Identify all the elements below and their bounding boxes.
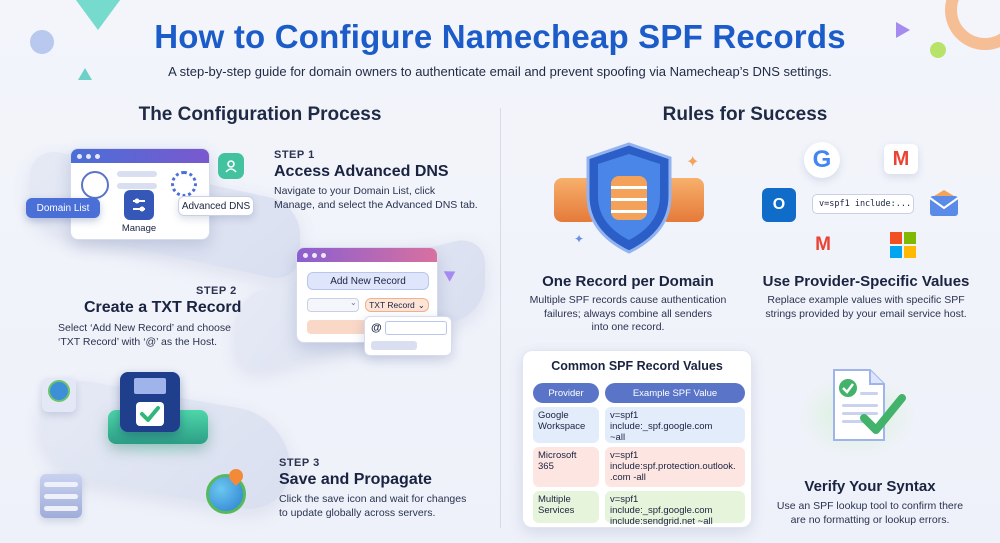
- txt-record-select[interactable]: TXT Record⌄: [365, 298, 429, 312]
- decor-dot: [930, 42, 946, 58]
- mail-envelope-icon: [928, 188, 960, 218]
- left-section-heading: The Configuration Process: [138, 104, 382, 125]
- decor-circle: [30, 30, 54, 54]
- manage-label: Manage: [121, 223, 157, 234]
- step2-label: STEP 2: [196, 285, 237, 297]
- section-divider: [500, 108, 501, 528]
- table-header-provider: Provider: [533, 383, 599, 403]
- sparkle-icon: ✦: [686, 152, 700, 171]
- microsoft-icon: [890, 232, 916, 258]
- step2-title: Create a TXT Record: [84, 299, 242, 316]
- sparkle-icon: ✦: [574, 232, 585, 246]
- step1-desc: Navigate to your Domain List, click Mana…: [274, 185, 478, 211]
- sliders-icon: [124, 190, 154, 220]
- decor-triangle: [70, 0, 126, 30]
- type-dropdown[interactable]: [307, 298, 359, 312]
- table-header-value: Example SPF Value: [605, 383, 745, 403]
- step3-title: Save and Propagate: [279, 471, 432, 488]
- add-new-record-button[interactable]: Add New Record: [307, 272, 429, 290]
- server-stack-icon: [42, 378, 76, 412]
- database-stack-icon: [40, 474, 82, 518]
- rule1-desc: Multiple SPF records cause authenticatio…: [529, 294, 727, 334]
- host-popup: @: [364, 316, 452, 356]
- host-at-label: @: [371, 322, 382, 334]
- user-icon: [218, 153, 244, 179]
- shield-icon: [584, 142, 674, 254]
- gmail-icon: M: [884, 144, 918, 174]
- globe-icon: [48, 380, 70, 402]
- page-subtitle: A step-by-step guide for domain owners t…: [168, 64, 832, 79]
- decor-triangle-small: [78, 68, 92, 80]
- spf-values-table: Common SPF Record Values Provider Exampl…: [522, 350, 752, 528]
- table-title: Common SPF Record Values: [551, 359, 723, 373]
- gear-icon: [171, 171, 197, 197]
- decor-play-triangle: [896, 22, 910, 38]
- chevron-down-icon: ⌄: [350, 298, 357, 307]
- gmail-icon-small: M: [815, 234, 831, 255]
- host-input[interactable]: [385, 321, 447, 335]
- table-cell-value: v=spf1 include:_spf.google.com~all: [605, 407, 745, 443]
- outlook-icon: O: [762, 188, 796, 222]
- step1-window: [70, 148, 210, 240]
- rule3-desc: Use an SPF lookup tool to confirm there …: [776, 500, 964, 526]
- step1-title: Access Advanced DNS: [274, 163, 449, 180]
- rule2-desc: Replace example values with specific SPF…: [765, 294, 967, 320]
- domain-list-button[interactable]: Domain List: [26, 198, 100, 218]
- spf-snippet-box: v=spf1 include:...: [812, 194, 914, 214]
- step3-label: STEP 3: [279, 457, 320, 469]
- globe-location-icon: [206, 466, 246, 514]
- globe-icon: [81, 171, 109, 199]
- page-title: How to Configure Namecheap SPF Records: [154, 18, 846, 55]
- rule2-title: Use Provider-Specific Values: [762, 273, 970, 290]
- rule3-title: Verify Your Syntax: [804, 478, 936, 495]
- google-icon: G: [804, 142, 840, 178]
- step2-desc: Select ‘Add New Record’ and choose ‘TXT …: [58, 322, 231, 348]
- right-section-heading: Rules for Success: [662, 104, 828, 125]
- advanced-dns-tab[interactable]: Advanced DNS: [178, 196, 254, 216]
- checked-document-icon: [830, 368, 906, 441]
- step3-desc: Click the save icon and wait for changes…: [279, 493, 467, 519]
- rule1-title: One Record per Domain: [542, 273, 714, 290]
- step1-label: STEP 1: [274, 149, 315, 161]
- save-icon[interactable]: [120, 372, 180, 432]
